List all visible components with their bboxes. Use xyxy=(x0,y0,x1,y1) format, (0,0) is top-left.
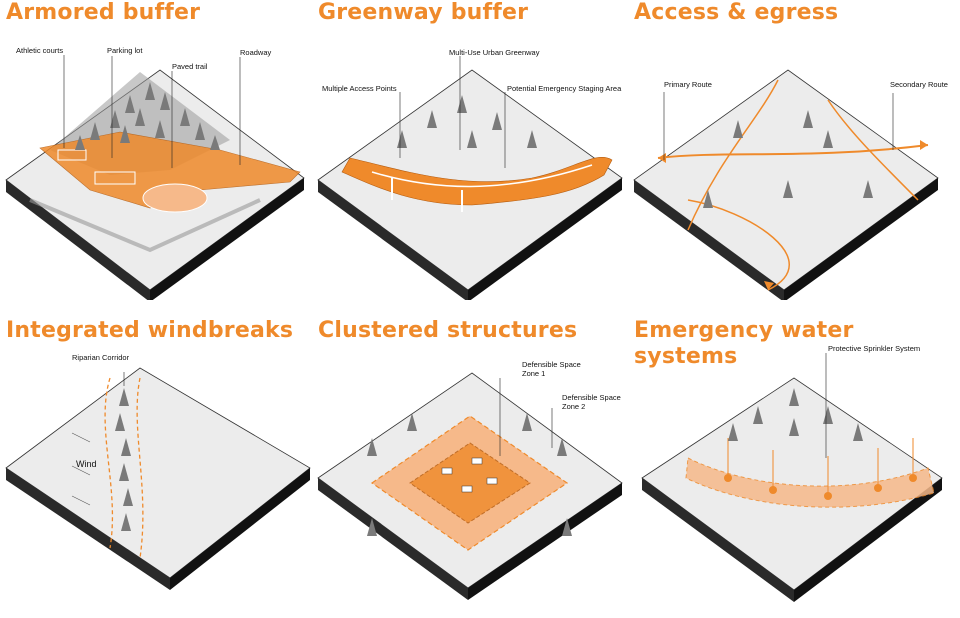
label-parking-lot: Parking lot xyxy=(107,46,143,55)
panel-title: Integrated windbreaks xyxy=(6,318,294,343)
panel-integrated-windbreaks: Integrated windbreaks Riparian Corridor … xyxy=(0,318,320,618)
panel-title: Clustered structures xyxy=(318,318,578,343)
label-paved-trail: Paved trail xyxy=(172,62,208,71)
tree-cluster xyxy=(703,110,873,208)
label-multi-use-urban-greenway: Multi-Use Urban Greenway xyxy=(449,48,540,57)
label-protective-sprinkler-system: Protective Sprinkler System xyxy=(828,344,921,353)
tree-cluster xyxy=(397,95,537,148)
emergency-water-systems-diagram xyxy=(641,353,943,602)
label-defensible-zone-2: Defensible Space Zone 2 xyxy=(562,393,621,411)
panel-title: Access & egress xyxy=(634,0,839,25)
tree-cluster xyxy=(75,82,220,150)
integrated-windbreaks-diagram xyxy=(5,367,311,590)
greenway-buffer-diagram xyxy=(317,56,623,300)
label-athletic-courts: Athletic courts xyxy=(16,46,64,55)
panel-armored-buffer: Armored buffer Athletic courts Parking l… xyxy=(0,0,320,300)
label-roadway: Roadway xyxy=(240,48,272,57)
panel-access-egress: Access & egress Primary Route Secondary … xyxy=(628,0,948,300)
label-secondary-route: Secondary Route xyxy=(890,80,948,89)
panel-greenway-buffer: Greenway buffer Multi-Use Urban Greenway… xyxy=(312,0,632,300)
panel-clustered-structures: Clustered structures Defensible Space Zo… xyxy=(312,318,632,618)
panel-title: Emergency water systems xyxy=(634,318,854,369)
label-emergency-staging-area: Potential Emergency Staging Area xyxy=(507,84,622,93)
label-multiple-access-points: Multiple Access Points xyxy=(322,84,397,93)
panel-title: Armored buffer xyxy=(6,0,201,25)
panel-emergency-water-systems: Emergency water systems Protective Sprin… xyxy=(628,318,948,618)
clustered-structures-diagram xyxy=(317,372,623,600)
tree-cluster xyxy=(728,388,863,441)
label-riparian-corridor: Riparian Corridor xyxy=(72,353,130,362)
access-egress-diagram xyxy=(633,69,939,300)
panel-title: Greenway buffer xyxy=(318,0,529,25)
label-primary-route: Primary Route xyxy=(664,80,712,89)
label-wind: Wind xyxy=(76,459,97,469)
tree-cluster xyxy=(367,413,572,536)
label-defensible-zone-1: Defensible Space Zone 1 xyxy=(522,360,581,378)
armored-buffer-diagram xyxy=(5,55,305,300)
tree-cluster xyxy=(115,388,133,531)
